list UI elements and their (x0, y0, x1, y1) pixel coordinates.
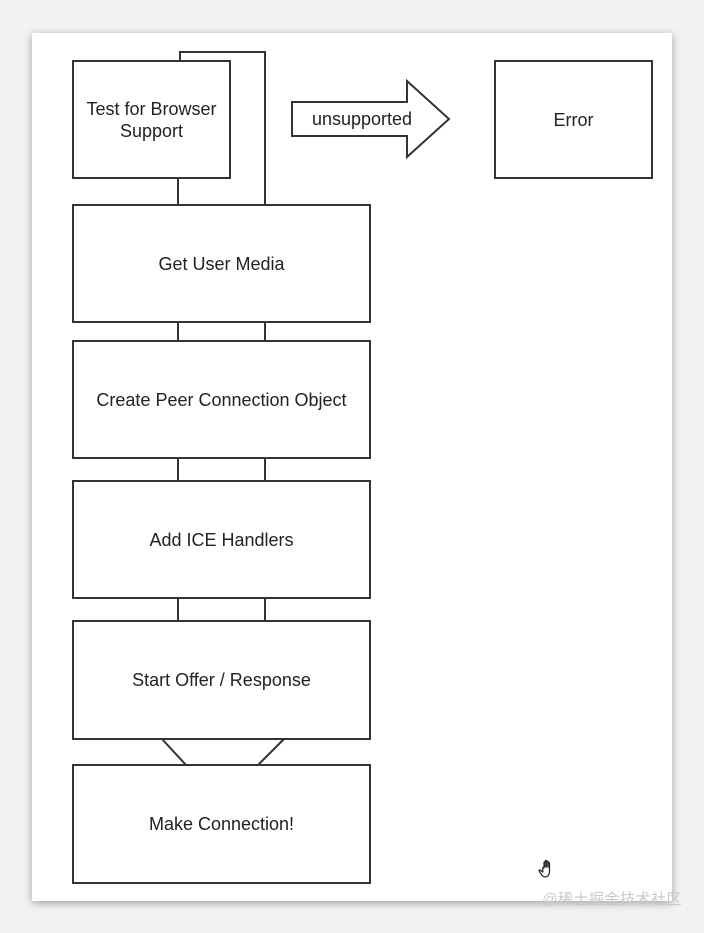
node-get-user-media: Get User Media (72, 204, 371, 323)
node-create-peer-connection-label: Create Peer Connection Object (96, 389, 347, 410)
node-create-peer-connection: Create Peer Connection Object (72, 340, 371, 459)
connector-4-right-slant (257, 738, 285, 766)
node-browser-test: Test for Browser Support (72, 60, 231, 179)
node-add-ice-handlers-label: Add ICE Handlers (149, 529, 294, 550)
node-error-label: Error (553, 109, 594, 130)
hand-cursor-icon (538, 859, 551, 878)
node-make-connection-label: Make Connection! (148, 814, 295, 834)
connector-4-left-slant (161, 738, 187, 766)
node-add-ice-handlers: Add ICE Handlers (72, 480, 371, 599)
node-browser-test-label: Test for Browser Support (86, 98, 217, 141)
unsupported-arrow-label: unsupported (311, 108, 413, 129)
unsupported-arrow (291, 78, 451, 160)
node-start-offer-response: Start Offer / Response (72, 620, 371, 740)
node-make-connection: Make Connection! (72, 764, 371, 884)
node-get-user-media-label: Get User Media (158, 253, 285, 274)
node-start-offer-response-label: Start Offer / Response (132, 670, 311, 690)
node-error: Error (494, 60, 653, 179)
watermark-text: @稀土掘金技术社区 (542, 891, 682, 908)
connector-top-right-loop (179, 51, 266, 205)
